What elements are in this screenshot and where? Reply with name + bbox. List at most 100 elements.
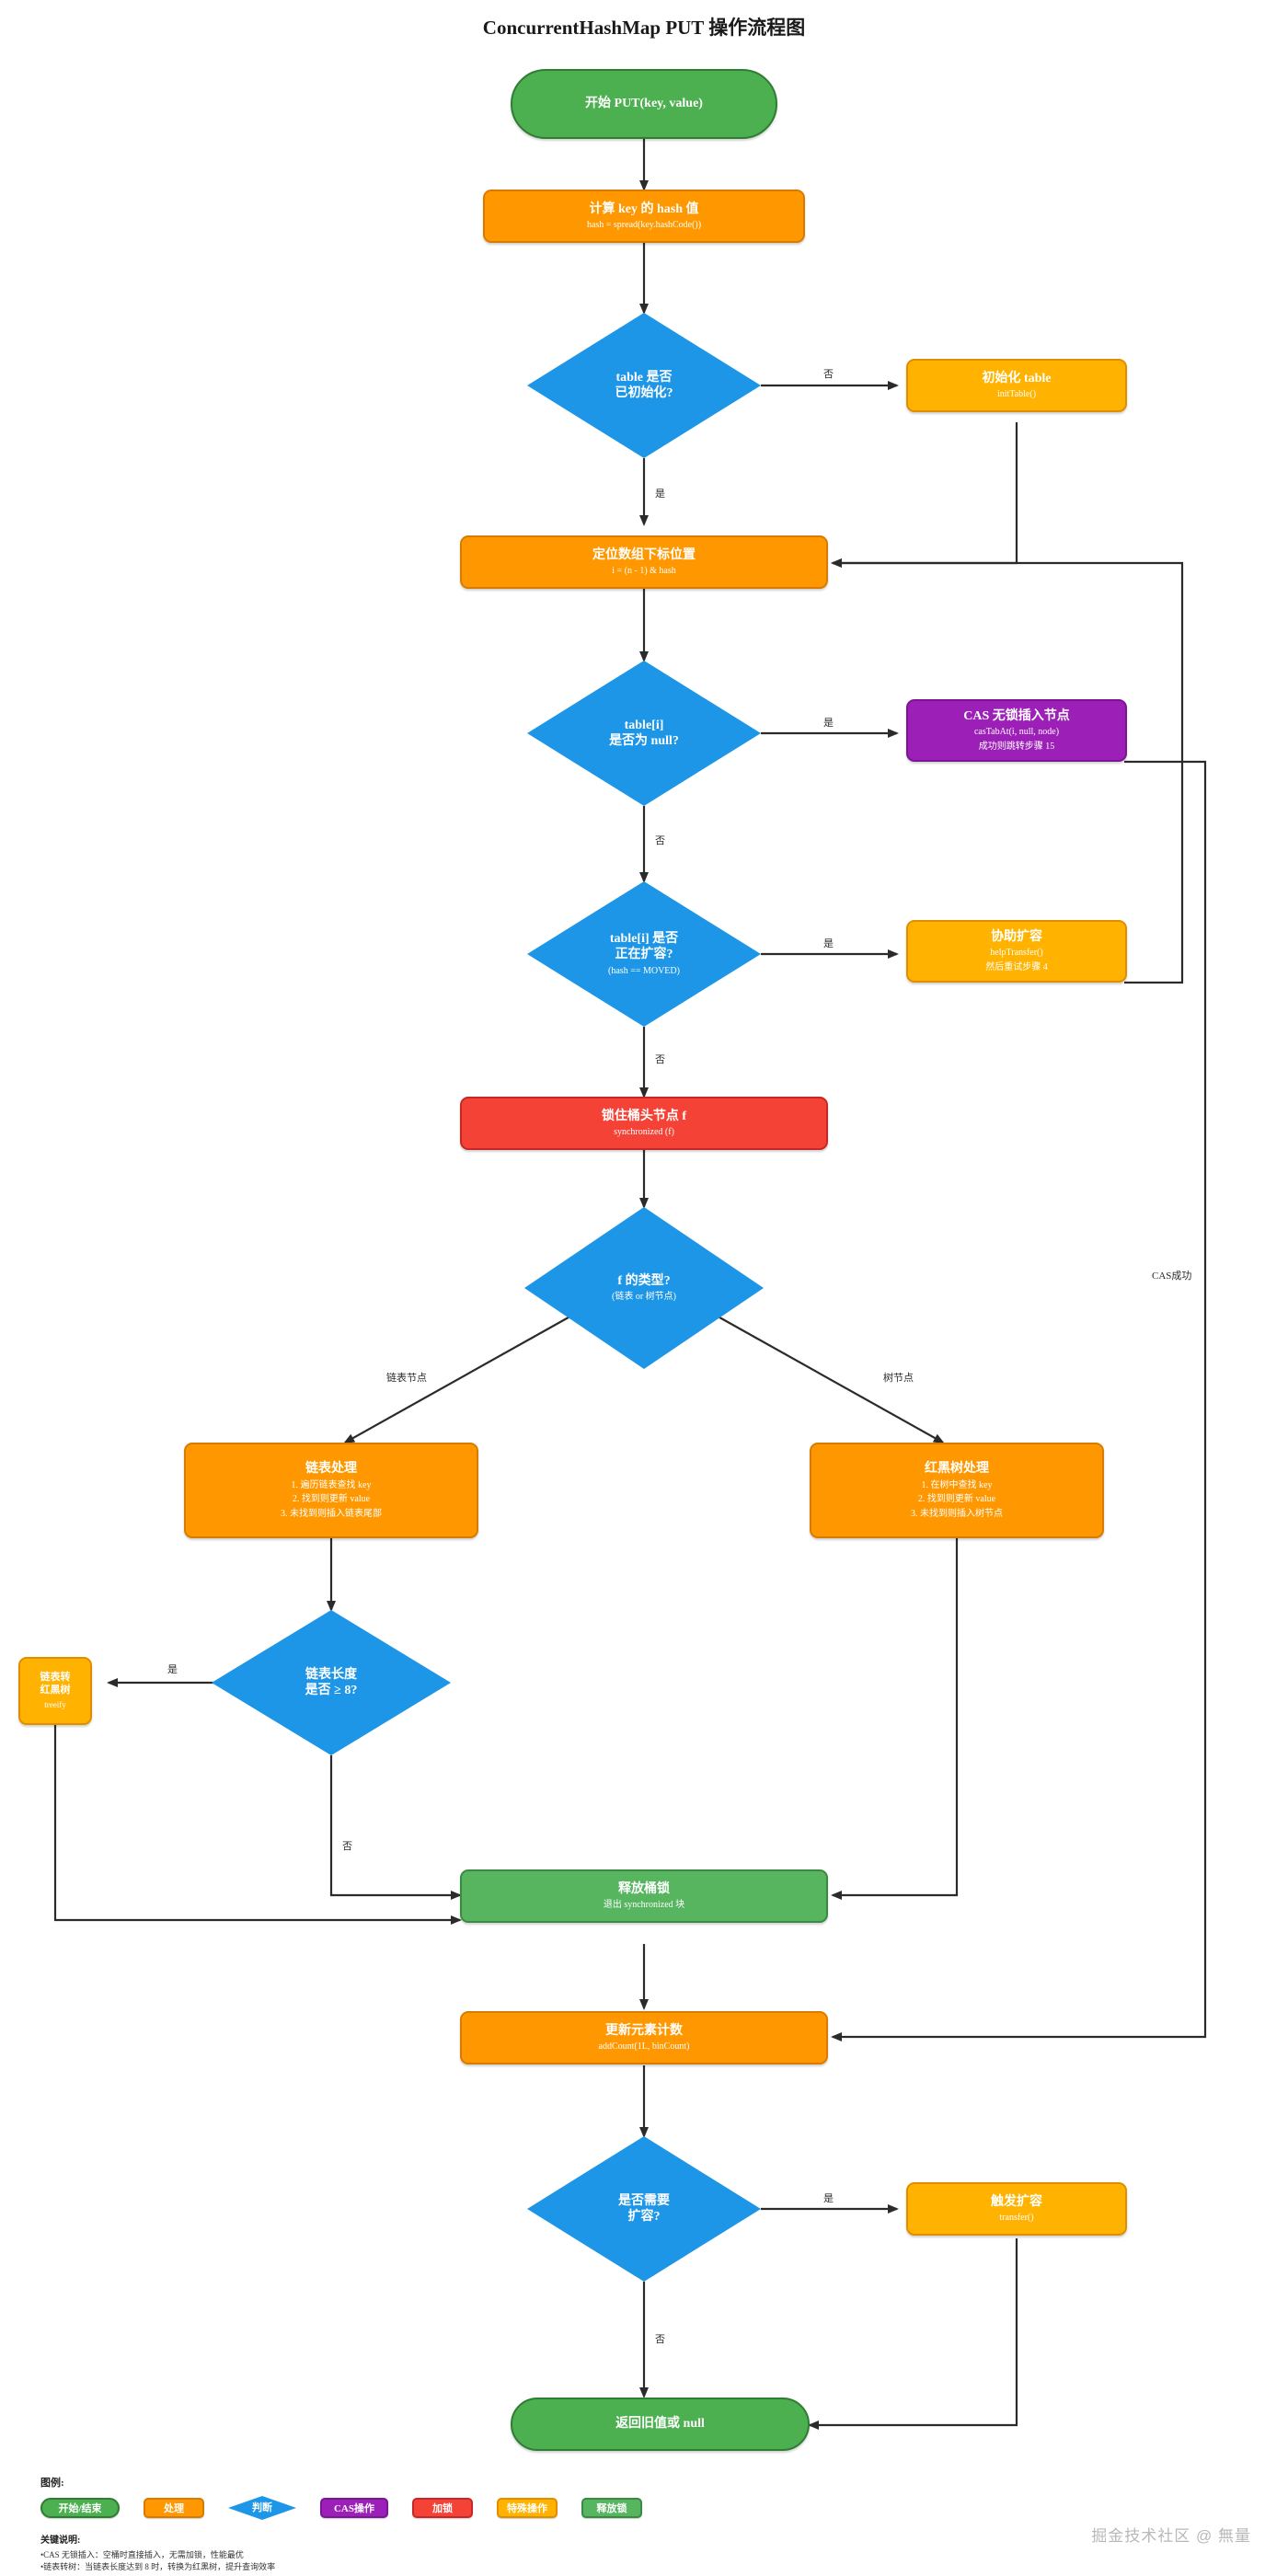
node-red-black-tree-process-title: 红黑树处理	[925, 1462, 989, 1476]
diamond-shape	[527, 313, 761, 458]
legend-item-special: 特殊操作	[497, 2498, 558, 2518]
node-linked-list-process-step1: 1. 遍历链表查找 key	[291, 1479, 372, 1490]
node-init-table-code: initTable()	[996, 389, 1037, 399]
node-trigger-transfer-title: 触发扩容	[991, 2194, 1042, 2209]
edge-label-len8-yes: 是	[167, 1664, 178, 1675]
legend-item-release: 释放锁	[581, 2498, 642, 2518]
edge-label-null-yes: 是	[823, 718, 834, 729]
edge-label-init-no: 否	[823, 369, 834, 380]
legend-title: 图例:	[40, 2478, 64, 2489]
node-add-count-title: 更新元素计数	[605, 2023, 683, 2038]
edge-label-moved-no: 否	[655, 1054, 665, 1065]
node-red-black-tree-process-step2: 2. 找到则更新 value	[917, 1494, 996, 1504]
legend-item-lock-label: 加锁	[432, 2503, 453, 2514]
node-lock-head-code: synchronized (f)	[614, 1127, 674, 1137]
legend-item-decision-label: 判断	[252, 2502, 272, 2513]
node-treeify: 链表转 红黑树 treeify	[18, 1657, 92, 1725]
diamond-shape	[212, 1610, 451, 1755]
node-decision-table-initialized-l2: 已初始化?	[615, 386, 673, 400]
node-red-black-tree-process-step1: 1. 在树中查找 key	[921, 1479, 993, 1490]
key-notes-list: CAS 无锁插入：空桶时直接插入，无需加锁，性能最优 链表转树：当链表长度达到 …	[40, 2549, 960, 2573]
key-notes: 关键说明: CAS 无锁插入：空桶时直接插入，无需加锁，性能最优 链表转树：当链…	[40, 2532, 960, 2573]
legend-item-process: 处理	[144, 2498, 204, 2518]
node-lock-head: 锁住桶头节点 f synchronized (f)	[460, 1097, 828, 1150]
edge-label-moved-yes: 是	[823, 938, 834, 949]
node-release-lock-title: 释放桶锁	[618, 1881, 670, 1896]
node-end-title: 返回旧值或 null	[615, 2417, 705, 2432]
node-help-transfer: 协助扩容 helpTransfer() 然后重试步骤 4	[906, 920, 1127, 983]
node-linked-list-process-title: 链表处理	[305, 1462, 357, 1476]
node-help-transfer-code: helpTransfer()	[990, 948, 1043, 959]
node-help-transfer-note: 然后重试步骤 4	[985, 961, 1048, 972]
edge-label-null-no: 否	[655, 835, 665, 846]
node-decision-bucket-null-l2: 是否为 null?	[609, 734, 679, 748]
node-decision-table-initialized-l1: table 是否	[615, 370, 673, 385]
node-red-black-tree-process-step3: 3. 未找到则插入树节点	[911, 1508, 1003, 1519]
node-decision-f-type-l1: f 的类型?	[617, 1273, 671, 1288]
page-title: ConcurrentHashMap PUT 操作流程图	[482, 17, 806, 39]
node-cas-insert-title: CAS 无锁插入节点	[963, 708, 1070, 723]
node-start-title: 开始 PUT(key, value)	[585, 97, 703, 111]
edge-label-ftype-list: 链表节点	[386, 1373, 427, 1384]
node-linked-list-process-step3: 3. 未找到则插入链表尾部	[281, 1508, 382, 1519]
edge-label-resize-yes: 是	[823, 2193, 834, 2204]
edge-label-cas-success: CAS成功	[1152, 1271, 1192, 1282]
edge-label-len8-no: 否	[342, 1841, 352, 1852]
node-red-black-tree-process: 红黑树处理 1. 在树中查找 key 2. 找到则更新 value 3. 未找到…	[810, 1443, 1104, 1538]
diamond-shape	[527, 2136, 761, 2282]
node-decision-is-moved-l2: 正在扩容?	[615, 948, 673, 962]
node-add-count-code: addCount(1L, binCount)	[598, 2041, 690, 2052]
key-notes-title: 关键说明:	[40, 2536, 81, 2546]
legend-item-cas-label: CAS操作	[333, 2503, 374, 2514]
legend-item-start-end: 开始/结束	[40, 2498, 120, 2518]
node-help-transfer-title: 协助扩容	[991, 929, 1042, 944]
node-cas-insert-code: casTabAt(i, null, node)	[973, 727, 1060, 738]
node-decision-table-initialized: table 是否 已初始化?	[527, 313, 761, 458]
key-note-item: 链表转树：当链表长度达到 8 时，转换为红黑树，提升查询效率	[40, 2561, 960, 2573]
node-linked-list-process-step2: 2. 找到则更新 value	[292, 1494, 371, 1504]
node-decision-need-resize-l2: 扩容?	[627, 2210, 661, 2224]
diamond-shape	[527, 881, 761, 1027]
legend-item-start-end-label: 开始/结束	[58, 2503, 102, 2514]
node-decision-is-moved: table[i] 是否 正在扩容? (hash == MOVED)	[527, 881, 761, 1027]
node-cas-insert-note: 成功则跳转步骤 15	[978, 741, 1055, 752]
node-locate-index-code: i = (n - 1) & hash	[612, 566, 676, 576]
node-locate-index-title: 定位数组下标位置	[592, 547, 696, 562]
diamond-shape	[228, 2496, 296, 2520]
node-release-lock: 释放桶锁 退出 synchronized 块	[460, 1869, 828, 1923]
node-locate-index: 定位数组下标位置 i = (n - 1) & hash	[460, 535, 828, 589]
node-trigger-transfer: 触发扩容 transfer()	[906, 2182, 1127, 2236]
node-decision-f-type: f 的类型? (链表 or 树节点)	[524, 1207, 764, 1369]
legend-item-special-label: 特殊操作	[507, 2503, 547, 2514]
node-add-count: 更新元素计数 addCount(1L, binCount)	[460, 2011, 828, 2064]
node-init-table: 初始化 table initTable()	[906, 359, 1127, 412]
node-decision-need-resize-l1: 是否需要	[618, 2193, 670, 2208]
node-treeify-l2: 红黑树	[40, 1684, 71, 1696]
node-compute-hash-title: 计算 key 的 hash 值	[589, 201, 699, 216]
legend-item-decision: 判断	[228, 2496, 296, 2520]
node-decision-f-type-l2: (链表 or 树节点)	[612, 1292, 676, 1302]
node-release-lock-code: 退出 synchronized 块	[603, 1900, 685, 1910]
node-compute-hash: 计算 key 的 hash 值 hash = spread(key.hashCo…	[483, 190, 805, 243]
node-decision-list-length-8: 链表长度 是否 ≥ 8?	[212, 1610, 451, 1755]
legend-item-release-label: 释放锁	[596, 2503, 627, 2514]
node-decision-list-length-8-l1: 链表长度	[305, 1667, 357, 1682]
legend: 图例: 开始/结束 处理 判断 CAS操作 加锁 特殊操作	[40, 2475, 868, 2520]
node-end: 返回旧值或 null	[511, 2398, 810, 2451]
node-decision-bucket-null-l1: table[i]	[624, 718, 664, 732]
edge-label-ftype-tree: 树节点	[883, 1373, 914, 1384]
node-trigger-transfer-code: transfer()	[999, 2213, 1034, 2223]
node-lock-head-title: 锁住桶头节点 f	[601, 1109, 687, 1123]
node-treeify-l1: 链表转	[40, 1672, 71, 1684]
diamond-shape	[524, 1207, 764, 1369]
node-decision-list-length-8-l2: 是否 ≥ 8?	[305, 1684, 358, 1697]
node-decision-is-moved-l3: (hash == MOVED)	[608, 965, 680, 976]
node-linked-list-process: 链表处理 1. 遍历链表查找 key 2. 找到则更新 value 3. 未找到…	[184, 1443, 478, 1538]
legend-item-process-label: 处理	[164, 2503, 184, 2514]
key-note-item: CAS 无锁插入：空桶时直接插入，无需加锁，性能最优	[40, 2549, 960, 2561]
node-start: 开始 PUT(key, value)	[511, 69, 777, 139]
legend-item-cas: CAS操作	[320, 2498, 388, 2518]
diamond-shape	[527, 661, 761, 806]
watermark: 掘金技术社区 @ 無量	[1091, 2527, 1251, 2545]
